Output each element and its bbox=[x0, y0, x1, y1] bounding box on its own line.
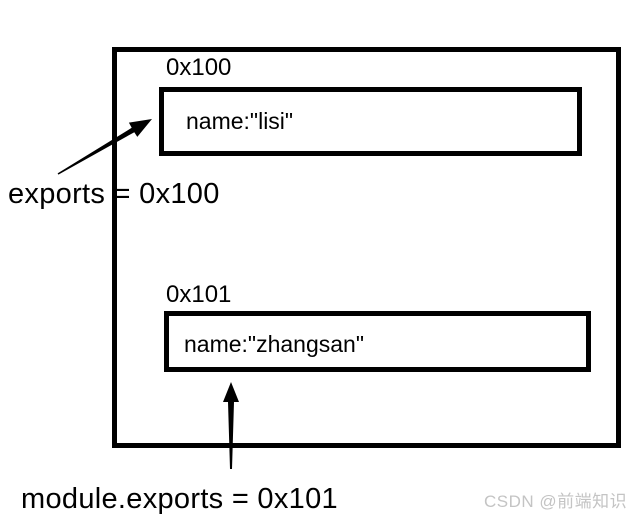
top-cell-value: name:"lisi" bbox=[186, 108, 294, 134]
bottom-cell-value: name:"zhangsan" bbox=[184, 331, 365, 357]
top-cell-box: name:"lisi" bbox=[159, 87, 582, 156]
module-exports-assignment-label: module.exports = 0x101 bbox=[21, 483, 338, 515]
module-memory-box bbox=[112, 47, 621, 448]
top-cell-address-label: 0x100 bbox=[166, 54, 232, 81]
bottom-cell-box: name:"zhangsan" bbox=[164, 311, 591, 372]
bottom-cell-address-label: 0x101 bbox=[166, 281, 232, 308]
watermark: CSDN @前端知识 bbox=[484, 492, 628, 511]
